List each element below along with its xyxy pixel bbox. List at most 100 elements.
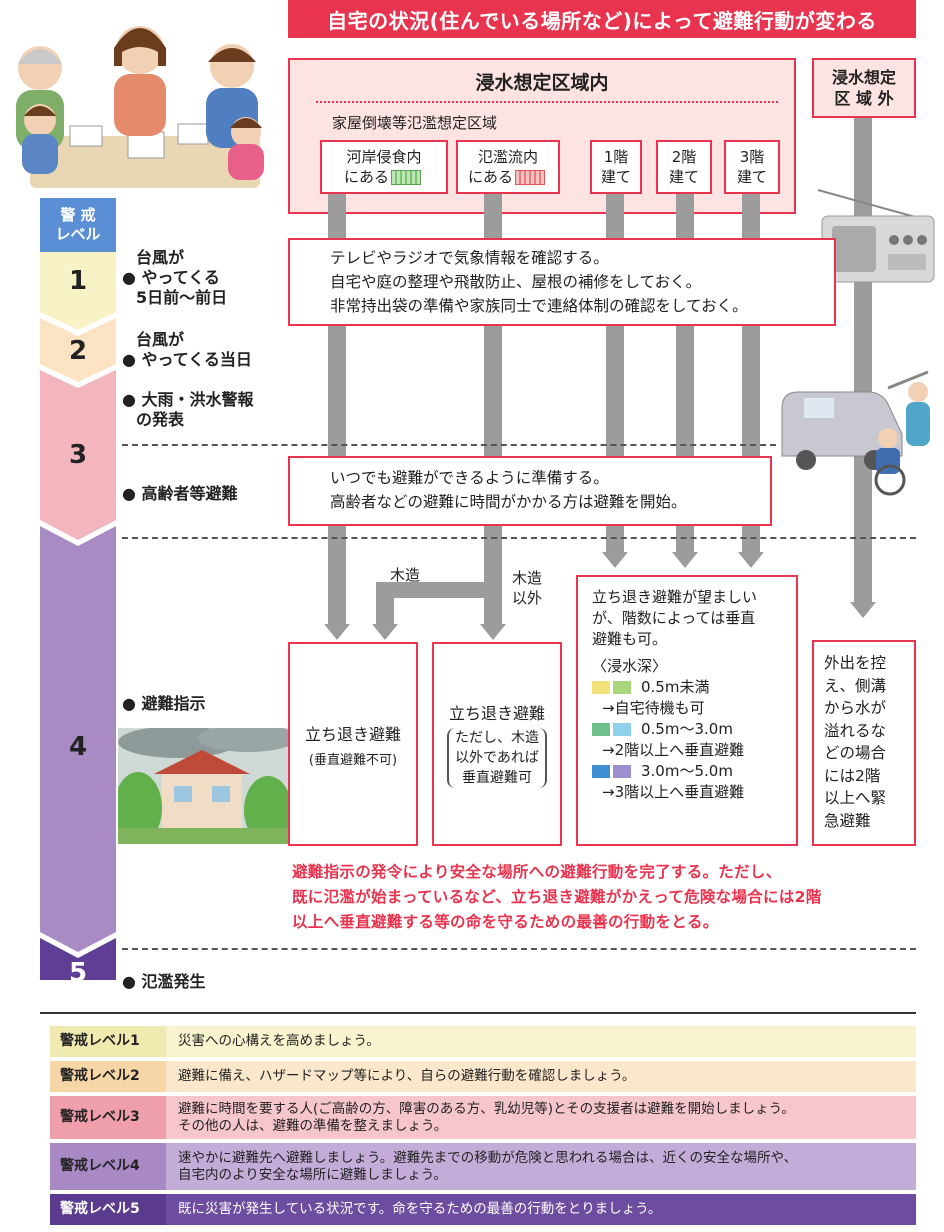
- depth-note-3: →3階以上へ垂直避難: [602, 783, 745, 801]
- level-chevrons: [40, 252, 116, 980]
- level-2-number: 2: [68, 336, 88, 366]
- evac-box2-line1: 立ち退き避難: [448, 704, 545, 723]
- depth-swatch-purple: [613, 765, 631, 778]
- prep-line-2: 自宅や庭の整理や飛散防止、屋根の補修をしておく。: [330, 273, 702, 291]
- outside-line-3: から水が: [824, 699, 887, 717]
- depth-swatch-green: [592, 723, 610, 736]
- outside-line-1: 外出を控: [824, 654, 887, 672]
- zone-col-2f-line2: 建て: [668, 168, 699, 186]
- depth-row-3: 3.0m〜5.0m: [592, 761, 796, 782]
- elder-line-2: 高齢者などの避難に時間がかかる方は避難を開始。: [330, 493, 687, 511]
- elderly-message-box: いつでも避難ができるように準備する。 高齢者などの避難に時間がかかる方は避難を開…: [288, 456, 772, 526]
- evac-box1-line2: (垂直避難不可): [308, 752, 398, 768]
- zone-col-2f-line1: 2階: [671, 148, 697, 166]
- level-1-event-line3: 5日前〜前日: [136, 288, 228, 307]
- arrow-down-icon: [480, 624, 506, 640]
- level-divider: [122, 444, 776, 446]
- outside-zone-title-1: 浸水想定: [831, 68, 896, 87]
- alert-level-header: 警 戒 レベル: [40, 198, 116, 252]
- outside-line-6: には2階: [824, 766, 881, 785]
- summary-row-label: 警戒レベル5: [50, 1194, 166, 1225]
- zone-col-3f: 3階建て: [724, 140, 780, 194]
- summary-row: 警戒レベル3 避難に時間を要する人(ご高齢の方、障害のある方、乳幼児等)とその支援…: [50, 1096, 916, 1139]
- warning-line-3: 以上へ垂直避難する等の命を守るための最善の行動をとる。: [292, 913, 719, 931]
- zone-col-erosion-line2-wrap: にある: [344, 167, 424, 187]
- storm-house-illustration: [118, 728, 288, 844]
- red-hatch-swatch: [515, 170, 545, 185]
- evac-box2-line4: 垂直避難可: [462, 770, 532, 786]
- zone-col-1f-line1: 1階: [603, 148, 629, 166]
- evacuation-box-flow: 立ち退き避難 ただし、木造 以外であれば 垂直避難可: [432, 642, 562, 846]
- outside-zone-action-box: 外出を控 え、側溝 から水が 溢れるな どの場合 には2階 以上へ緊 急避難: [812, 640, 916, 846]
- summary-row-text-wrap: 避難に時間を要する人(ご高齢の方、障害のある方、乳幼児等)とその支援者は避難を開…: [178, 1101, 795, 1135]
- summary-row-label: 警戒レベル3: [50, 1096, 166, 1139]
- arrow-down-icon: [602, 552, 628, 568]
- summary-row-label: 警戒レベル2: [50, 1061, 166, 1092]
- summary-row-text: 災害への心構えを高めましょう。: [166, 1026, 916, 1057]
- preparation-message-box: テレビやラジオで気象情報を確認する。 自宅や庭の整理や飛散防止、屋根の補修をして…: [288, 238, 836, 326]
- collapse-zone-title: 家屋倒壊等氾濫想定区域: [332, 114, 498, 132]
- depth-title: 〈浸水深〉: [592, 657, 668, 675]
- level-divider: [122, 948, 916, 950]
- evac-box2-line3: 以外であれば: [455, 750, 539, 766]
- summary-row-text: 速やかに避難先へ避難しましょう。避難先までの移動が危険と思われる場合は、近くの安…: [166, 1143, 916, 1190]
- evac-box1-line1: 立ち退き避難: [304, 724, 401, 744]
- arrow-down-icon: [372, 624, 398, 640]
- level-3-number: 3: [68, 440, 88, 470]
- summary-row-text-wrap: 災害への心構えを高めましょう。: [178, 1033, 380, 1050]
- alert-level-header-2: レベル: [55, 225, 101, 243]
- branch-bar-wooden: [384, 582, 484, 598]
- evacuation-warning-text: 避難指示の発令により安全な場所への避難行動を完了する。ただし、 既に氾濫が始まっ…: [292, 860, 920, 935]
- outside-line-2: え、側溝: [824, 676, 887, 695]
- level-4-event: ● 避難指示: [122, 694, 206, 713]
- outside-line-7: 以上へ緊: [824, 789, 887, 807]
- preferred-line-3: 避難も可。: [592, 630, 668, 648]
- depth-row-2: 0.5m〜3.0m: [592, 719, 796, 740]
- level-2-event: 台風が ● やってくる当日: [122, 330, 252, 370]
- summary-row-text-line2: 自宅内のより安全な場所に避難しましょう。: [178, 1166, 447, 1183]
- summary-row-text-wrap: 既に災害が発生している状況です。命を守るための最善の行動をとりましょう。: [178, 1201, 661, 1218]
- zone-col-erosion-line1: 河岸侵食内: [346, 148, 422, 166]
- depth-2: 0.5m〜3.0m: [641, 720, 733, 738]
- level-3-event-b-text: 高齢者等避難: [141, 484, 238, 503]
- summary-row-text: 避難に備え、ハザードマップ等により、自らの避難行動を確認しましょう。: [166, 1061, 916, 1092]
- level-3-event-a-line1-wrap: ● 大雨・洪水警報: [122, 390, 254, 409]
- summary-row-text-wrap: 避難に備え、ハザードマップ等により、自らの避難行動を確認しましょう。: [178, 1068, 635, 1085]
- level-5-event: ● 氾濫発生: [122, 972, 206, 991]
- depth-swatch-lightgreen: [613, 681, 631, 694]
- level-1-event-line1: 台風が: [136, 248, 185, 267]
- zone-col-flow-line2: にある: [467, 168, 513, 186]
- depth-3: 3.0m〜5.0m: [641, 762, 733, 780]
- evac-box2-note: ただし、木造 以外であれば 垂直避難可: [447, 728, 547, 788]
- zone-col-1f: 1階建て: [590, 140, 642, 194]
- outside-zone-title-2: 区 域 外: [834, 89, 894, 108]
- level-3-event-b: ● 高齢者等避難: [122, 484, 238, 503]
- family-illustration: [16, 26, 264, 188]
- level-1-event-line2: やってくる: [141, 268, 220, 287]
- summary-row-text: 避難に時間を要する人(ご高齢の方、障害のある方、乳幼児等)とその支援者は避難を開…: [166, 1096, 916, 1139]
- elder-line-1: いつでも避難ができるように準備する。: [330, 469, 609, 487]
- level-3-event-a-line1: 大雨・洪水警報: [141, 390, 254, 409]
- summary-row-label: 警戒レベル1: [50, 1026, 166, 1057]
- arrow-down-icon: [672, 552, 698, 568]
- zone-col-flow-line1: 氾濫流内: [477, 148, 538, 166]
- zone-col-3f-line2: 建て: [736, 168, 767, 186]
- level-divider: [122, 537, 916, 539]
- zone-col-3f-line1: 3階: [739, 148, 765, 166]
- warning-line-1: 避難指示の発令により安全な場所への避難行動を完了する。ただし、: [292, 863, 782, 881]
- nonwooden-label: 木造 以外: [512, 568, 542, 608]
- zone-col-erosion: 河岸侵食内 にある: [320, 140, 448, 194]
- level-3-event-a-line2: の発表: [136, 410, 185, 429]
- preferred-line-2: が、階数によっては垂直: [592, 609, 756, 627]
- evac-box2-line2: ただし、木造: [455, 730, 539, 746]
- branch-bar-wooden-down: [376, 582, 394, 626]
- summary-row-text-line1: 避難に備え、ハザードマップ等により、自らの避難行動を確認しましょう。: [178, 1068, 636, 1084]
- summary-row: 警戒レベル5 既に災害が発生している状況です。命を守るための最善の行動をとりましょ…: [50, 1194, 916, 1225]
- zone-col-flow: 氾濫流内 にある: [456, 140, 560, 194]
- green-hatch-swatch: [391, 170, 421, 185]
- summary-row-text-line1: 既に災害が発生している状況です。命を守るための最善の行動をとりましょう。: [178, 1201, 662, 1217]
- summary-row-text-line1: 災害への心構えを高めましょう。: [178, 1033, 380, 1049]
- outside-line-5: どの場合: [824, 744, 887, 762]
- outside-line-8: 急避難: [824, 811, 871, 830]
